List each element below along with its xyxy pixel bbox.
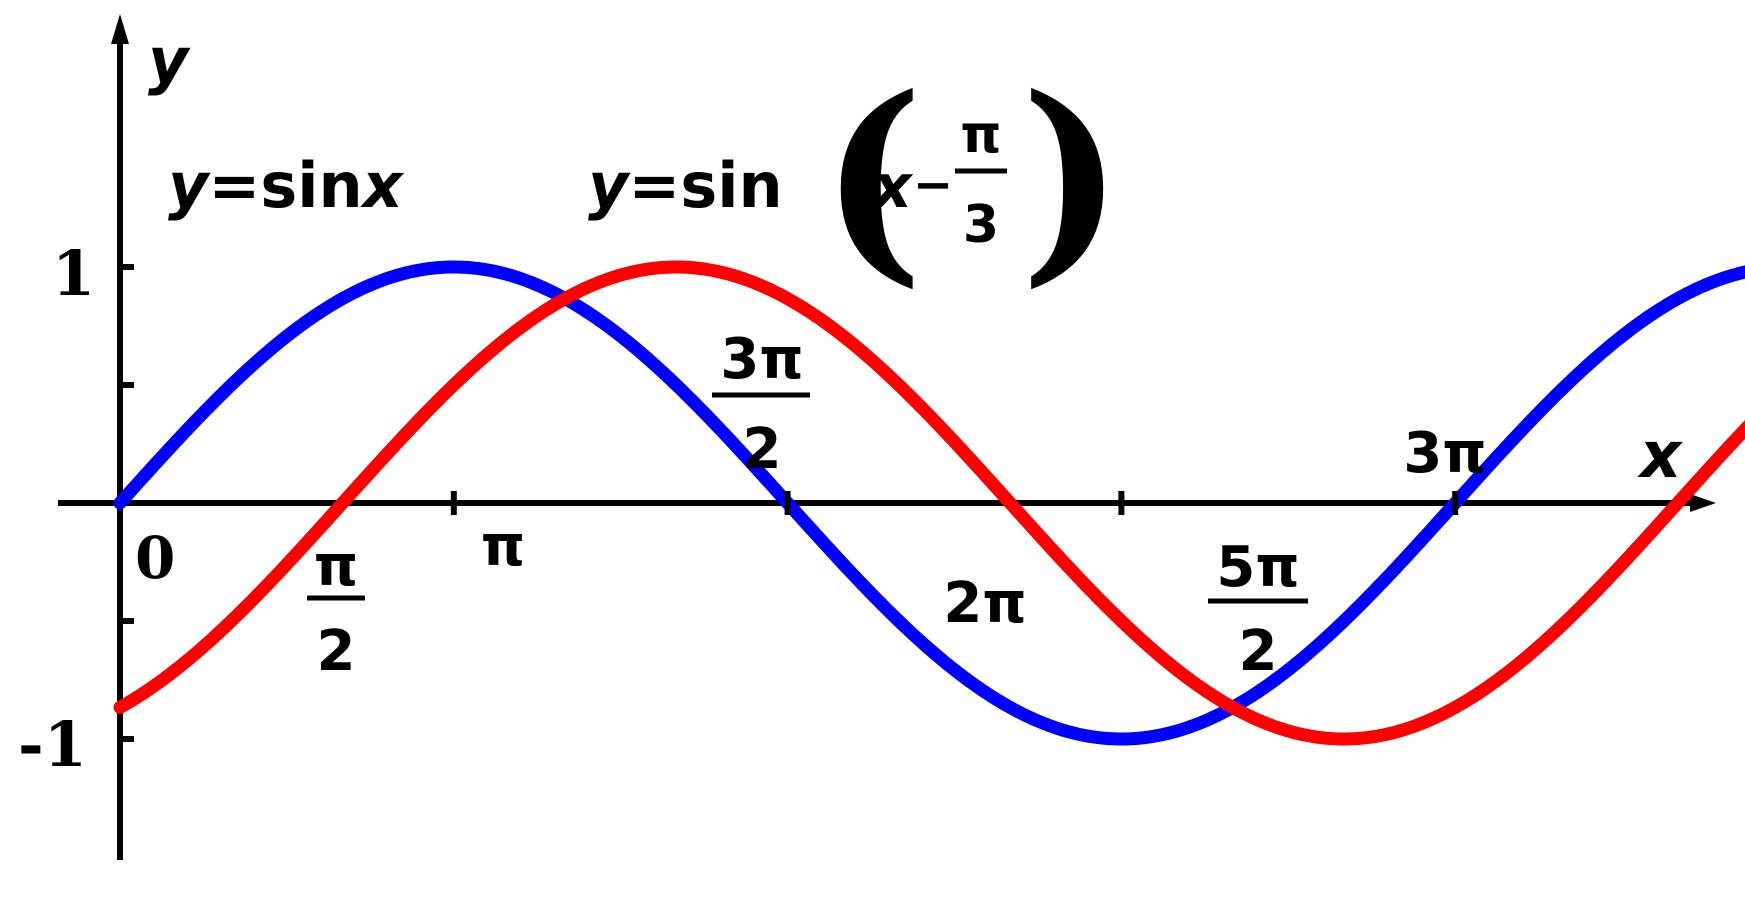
legend-shifted-y: y bbox=[588, 149, 631, 222]
y-tick-label-1: 1 bbox=[52, 237, 95, 310]
legend-shifted-x: x bbox=[870, 152, 914, 222]
legend-shifted-frac-bottom: 3 bbox=[963, 195, 999, 255]
axis-labels: y x 0 1 -1 bbox=[18, 24, 1683, 781]
series-sinx-line bbox=[113, 260, 1745, 746]
legend-sinx-y: y bbox=[168, 149, 211, 222]
legend-sinx-eq: =sin bbox=[208, 149, 362, 222]
legend-sinx-label: y=sinx bbox=[168, 149, 405, 222]
y-axis-label: y bbox=[148, 24, 191, 97]
legend-shifted-right-paren: ) bbox=[1020, 48, 1124, 307]
x-tick-label-5pi-over-2-bottom: 2 bbox=[1239, 619, 1278, 684]
x-tick-label-3pi: 3π bbox=[1403, 421, 1486, 486]
x-tick-label-pi-over-2-top: π bbox=[314, 534, 358, 599]
y-tick-label-minus-1: -1 bbox=[18, 708, 87, 781]
ticks bbox=[120, 264, 1459, 742]
legend-labels: y=sinx y=sin ( x − π 3 ) bbox=[168, 48, 1124, 307]
x-tick-label-5pi-over-2-top: 5π bbox=[1216, 535, 1299, 600]
x-tick-label-3pi-over-2-bottom: 2 bbox=[743, 417, 782, 482]
series-shifted-sin-line bbox=[113, 260, 1745, 746]
y-axis-arrow bbox=[111, 14, 129, 44]
x-tick-label-pi: π bbox=[481, 514, 525, 579]
legend-shifted-main: y=sin bbox=[588, 149, 783, 222]
x-axis-label: x bbox=[1637, 419, 1683, 493]
x-tick-label-3pi-over-2-top: 3π bbox=[720, 327, 803, 392]
legend-shifted-eq: =sin bbox=[628, 149, 782, 222]
legend-shifted-left-paren: ( bbox=[820, 48, 924, 307]
legend-sinx-x: x bbox=[360, 149, 405, 222]
origin-label: 0 bbox=[135, 524, 175, 592]
x-tick-label-2pi: 2π bbox=[943, 571, 1026, 636]
x-tick-labels: π 2 π 3π 2 2π 5π 2 3π bbox=[307, 327, 1487, 684]
legend-shifted-minus: − bbox=[913, 157, 953, 213]
x-axis-arrow bbox=[1690, 494, 1716, 512]
legend-shifted-frac-top: π bbox=[960, 105, 1001, 165]
axes bbox=[58, 14, 1716, 860]
curves bbox=[113, 260, 1745, 746]
x-tick-label-pi-over-2-bottom: 2 bbox=[317, 619, 356, 684]
